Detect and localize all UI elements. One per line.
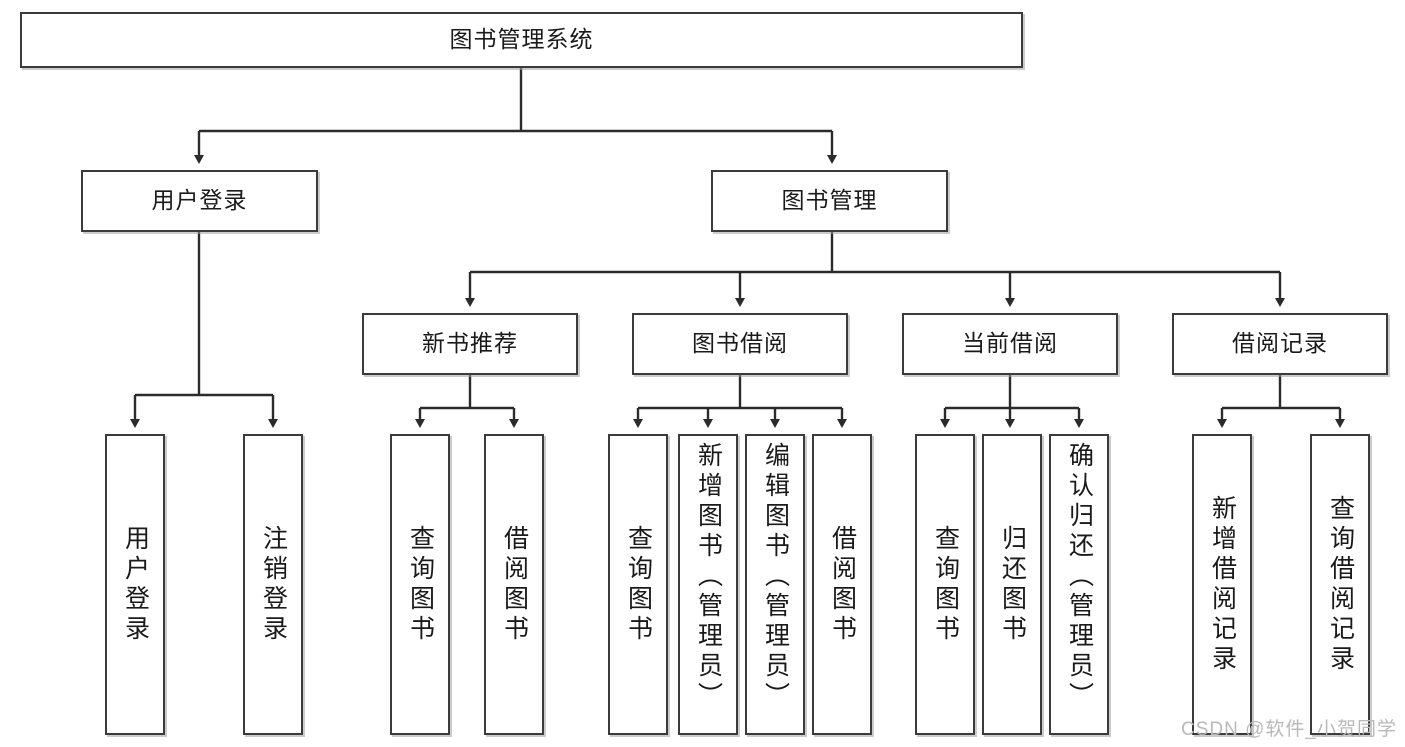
node-book-borrow[interactable]: 图书借阅: [632, 313, 848, 375]
node-book-management[interactable]: 图书管理: [711, 170, 948, 232]
node-label: 编辑图书（管理员）: [761, 442, 790, 712]
node-leaf-query-book-rec[interactable]: 查询图书: [390, 434, 450, 735]
node-label: 新增借阅记录: [1208, 494, 1237, 675]
node-leaf-query-borrow-record[interactable]: 查询借阅记录: [1310, 434, 1370, 735]
node-leaf-add-borrow-record[interactable]: 新增借阅记录: [1192, 434, 1252, 735]
node-label: 查询借阅记录: [1326, 494, 1355, 675]
node-new-book-recommend[interactable]: 新书推荐: [362, 313, 578, 375]
node-leaf-user-login[interactable]: 用户登录: [105, 434, 165, 735]
node-leaf-query-book-borrow[interactable]: 查询图书: [608, 434, 668, 735]
node-leaf-borrow-book[interactable]: 借阅图书: [812, 434, 872, 735]
node-current-borrow[interactable]: 当前借阅: [902, 313, 1118, 375]
node-label: 用户登录: [151, 187, 248, 214]
node-leaf-return-book[interactable]: 归还图书: [982, 434, 1042, 735]
node-leaf-logout[interactable]: 注销登录: [243, 434, 303, 735]
node-leaf-borrow-book-rec[interactable]: 借阅图书: [484, 434, 544, 735]
node-label: 借阅图书: [828, 524, 857, 645]
node-leaf-edit-book-admin[interactable]: 编辑图书（管理员）: [745, 434, 805, 735]
node-label: 借阅图书: [500, 524, 529, 645]
node-label: 当前借阅: [962, 330, 1058, 357]
node-leaf-confirm-return-admin[interactable]: 确认归还（管理员）: [1049, 434, 1109, 735]
node-label: 注销登录: [259, 524, 288, 645]
node-root-system[interactable]: 图书管理系统: [20, 12, 1023, 68]
node-label: 新书推荐: [422, 330, 518, 357]
node-label: 查询图书: [624, 524, 653, 645]
node-label: 确认归还（管理员）: [1065, 442, 1094, 712]
node-label: 图书管理系统: [449, 26, 594, 53]
node-leaf-add-book-admin[interactable]: 新增图书（管理员）: [678, 434, 738, 735]
node-user-login[interactable]: 用户登录: [81, 170, 318, 232]
node-label: 新增图书（管理员）: [694, 442, 723, 712]
node-label: 查询图书: [931, 524, 960, 645]
node-label: 查询图书: [406, 524, 435, 645]
watermark-text: CSDN @软件_小贺同学: [1181, 719, 1397, 740]
node-label: 归还图书: [998, 524, 1027, 645]
node-label: 用户登录: [121, 524, 150, 645]
node-label: 图书借阅: [692, 330, 788, 357]
node-label: 借阅记录: [1232, 330, 1328, 357]
node-label: 图书管理: [781, 187, 878, 214]
node-borrow-record[interactable]: 借阅记录: [1172, 313, 1388, 375]
node-leaf-query-book-current[interactable]: 查询图书: [915, 434, 975, 735]
